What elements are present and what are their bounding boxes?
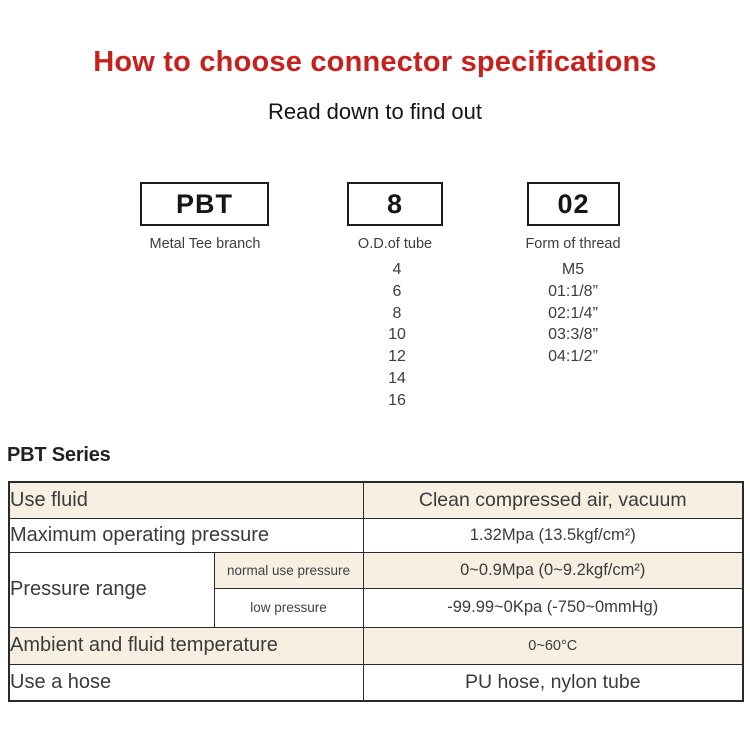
row-value-temperature: 0~60°C bbox=[362, 626, 744, 665]
series-heading: PBT Series bbox=[7, 444, 111, 466]
code-box-tube-od: 8 bbox=[347, 182, 443, 226]
tube-od-option: 6 bbox=[392, 282, 402, 300]
label-tube-od: O.D.of tube bbox=[357, 236, 433, 252]
row-label-temperature: Ambient and fluid temperature bbox=[8, 626, 364, 665]
table-row-hose: Use a hose PU hose, nylon tube bbox=[8, 663, 744, 702]
label-thread: Form of thread bbox=[525, 236, 621, 252]
label-series: Metal Tee branch bbox=[149, 236, 261, 252]
tube-od-option: 16 bbox=[388, 391, 406, 409]
thread-options: M5 01:1/8” 02:1/4” 03:3/8” 04:1/2” bbox=[510, 259, 636, 368]
row-value-hose: PU hose, nylon tube bbox=[362, 663, 744, 702]
thread-option: 03:3/8” bbox=[548, 326, 598, 344]
code-box-series: PBT bbox=[140, 182, 269, 226]
code-box-thread: 02 bbox=[527, 182, 620, 226]
row-value-use-fluid: Clean compressed air, vacuum bbox=[362, 481, 744, 519]
thread-option: 02:1/4” bbox=[548, 304, 598, 322]
row-label-max-pressure: Maximum operating pressure bbox=[8, 517, 364, 553]
code-box-tube-od-text: 8 bbox=[386, 188, 404, 219]
tube-od-option: 8 bbox=[392, 304, 402, 322]
row-sublabel-normal-pressure: normal use pressure bbox=[213, 551, 364, 589]
tube-od-options: 4 6 8 10 12 14 16 bbox=[345, 259, 449, 412]
row-value-normal-pressure: 0~0.9Mpa (0~9.2kgf/cm²) bbox=[362, 551, 744, 589]
table-row-pressure-normal: Pressure range normal use pressure 0~0.9… bbox=[8, 551, 744, 628]
code-box-thread-text: 02 bbox=[557, 188, 590, 219]
tube-od-option: 10 bbox=[388, 326, 406, 344]
table-row-pressure-low: low pressure -99.99~0Kpa (-750~0mmHg) bbox=[9, 587, 744, 628]
table-row-temperature: Ambient and fluid temperature 0~60°C bbox=[8, 626, 744, 665]
table-row-max-pressure: Maximum operating pressure 1.32Mpa (13.5… bbox=[8, 517, 744, 553]
thread-option: 01:1/8” bbox=[548, 282, 598, 300]
row-value-low-pressure: -99.99~0Kpa (-750~0mmHg) bbox=[362, 587, 744, 628]
page-title: How to choose connector specifications bbox=[93, 46, 657, 78]
row-value-max-pressure: 1.32Mpa (13.5kgf/cm²) bbox=[362, 517, 744, 553]
row-label-use-fluid: Use fluid bbox=[8, 481, 364, 519]
page-subtitle: Read down to find out bbox=[267, 99, 483, 124]
code-box-series-text: PBT bbox=[176, 188, 233, 219]
table-row-use-fluid: Use fluid Clean compressed air, vacuum bbox=[8, 481, 744, 519]
row-label-pressure-range: Pressure range bbox=[8, 551, 215, 628]
row-label-hose: Use a hose bbox=[8, 663, 364, 702]
row-sublabel-low-pressure: low pressure bbox=[213, 587, 364, 628]
spec-table: Use fluid Clean compressed air, vacuum M… bbox=[8, 481, 744, 702]
tube-od-option: 14 bbox=[388, 369, 406, 387]
thread-option: M5 bbox=[561, 261, 585, 278]
tube-od-option: 12 bbox=[388, 348, 406, 366]
tube-od-option: 4 bbox=[392, 261, 402, 278]
thread-option: 04:1/2” bbox=[548, 348, 598, 366]
